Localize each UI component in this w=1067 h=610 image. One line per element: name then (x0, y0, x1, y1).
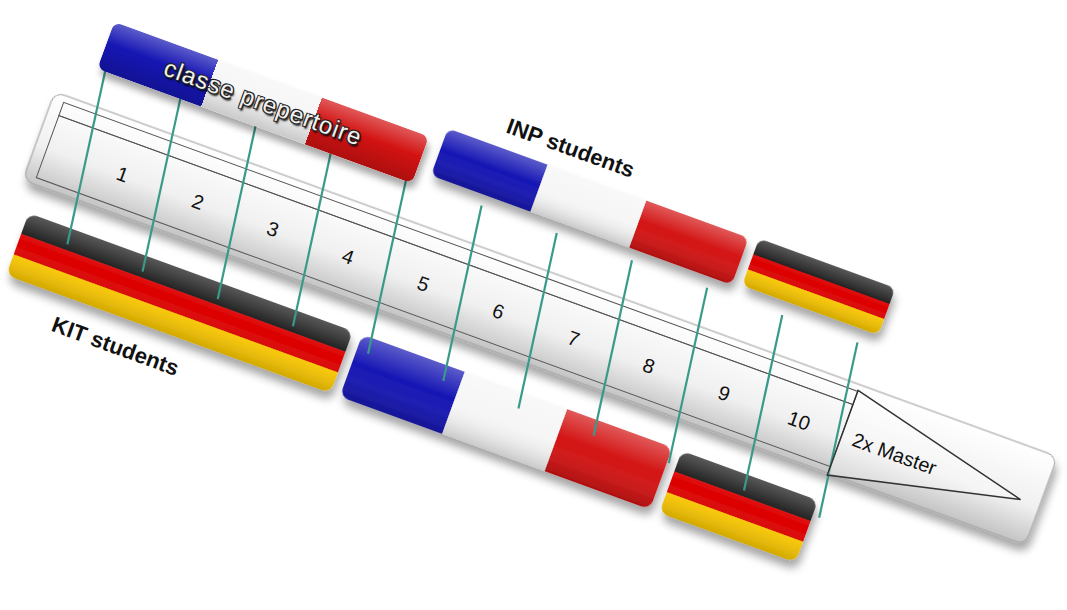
flag-shade (742, 238, 895, 335)
flag-shade (340, 335, 673, 510)
divider-line (120, 96, 203, 271)
phase-label: classe prepertoire (160, 54, 366, 152)
kit-french-flag (340, 335, 673, 510)
french-flag (340, 335, 673, 510)
arrow-outline-shape (827, 390, 1036, 540)
divider-line (346, 178, 429, 353)
flag-shade (659, 451, 818, 563)
divider-line (571, 260, 654, 435)
german-flag (659, 451, 818, 563)
divider-line (45, 69, 128, 244)
flag-shade (6, 213, 353, 393)
divider-line (421, 206, 504, 381)
kit-german-flag (6, 213, 353, 393)
german-flag (742, 238, 895, 335)
divider-line (496, 233, 579, 408)
divider-line (270, 151, 353, 326)
divider-line (195, 123, 278, 298)
inp-german-flag (742, 238, 895, 335)
kit-german-flag-end (659, 451, 818, 563)
divider-line (646, 288, 729, 463)
german-flag (6, 213, 353, 393)
semester-dividers (45, 69, 880, 518)
divider-line (721, 315, 804, 490)
